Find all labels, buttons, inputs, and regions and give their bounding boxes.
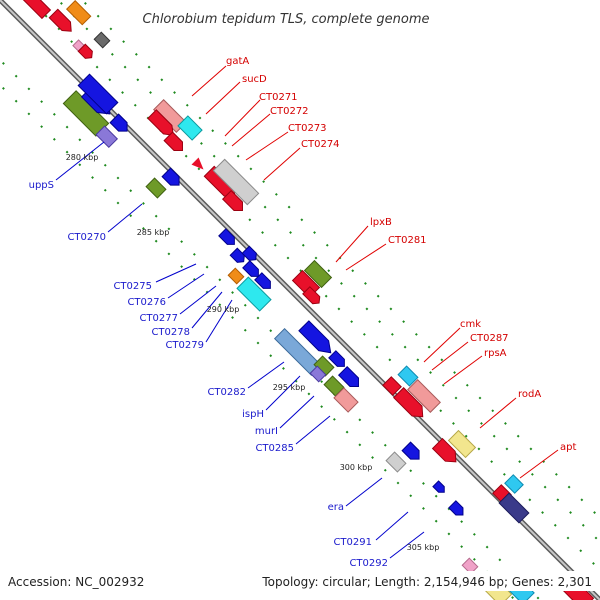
gene-label-CT0281: CT0281	[388, 235, 427, 246]
forward-gene-labels: gatA sucD CT0271 CT0272 CT0273 CT0274 lp…	[226, 56, 576, 453]
accession-text: Accession: NC_002932	[8, 575, 144, 589]
gene-label-cmk: cmk	[460, 319, 481, 330]
gene-label-CT0282: CT0282	[207, 387, 246, 398]
gene-label-ispH: ispH	[242, 409, 264, 420]
gene-label-uppS: uppS	[29, 180, 54, 191]
kbp-label-280: 280 kbp	[66, 153, 99, 162]
forward-leader-lines	[191, 65, 559, 479]
gene-label-apt: apt	[560, 442, 576, 453]
gene-label-CT0276: CT0276	[127, 297, 166, 308]
gene-label-CT0271: CT0271	[259, 92, 298, 103]
gene-label-CT0279: CT0279	[165, 340, 204, 351]
gene-label-murI: murI	[255, 426, 278, 437]
gene-label-CT0270: CT0270	[67, 232, 106, 243]
gene-label-CT0274: CT0274	[301, 139, 340, 150]
gene-label-CT0292: CT0292	[349, 558, 388, 569]
kbp-label-290: 290 kbp	[207, 305, 240, 314]
gene-label-sucD: sucD	[242, 74, 267, 85]
gene-label-era: era	[328, 502, 344, 513]
kbp-label-300: 300 kbp	[340, 463, 373, 472]
gene-label-CT0285: CT0285	[255, 443, 294, 454]
kbp-label-305: 305 kbp	[407, 543, 440, 552]
map-title: Chlorobium tepidum TLS, complete genome	[143, 12, 430, 27]
reverse-strand-features	[62, 73, 464, 516]
gene-label-rodA: rodA	[518, 389, 541, 400]
kbp-labels: 280 kbp 285 kbp 290 kbp 295 kbp 300 kbp …	[66, 153, 440, 552]
reverse-leader-lines	[55, 141, 425, 559]
reverse-gene-labels: uppS CT0270 CT0275 CT0276 CT0277 CT0278 …	[29, 180, 388, 569]
gene-label-rpsA: rpsA	[484, 348, 507, 359]
gene-label-CT0287: CT0287	[470, 333, 509, 344]
gene-label-lpxB: lpxB	[370, 217, 392, 228]
gene-label-CT0273: CT0273	[288, 123, 327, 134]
kbp-label-285: 285 kbp	[137, 228, 170, 237]
gene-label-CT0291: CT0291	[333, 537, 372, 548]
gene-label-CT0275: CT0275	[113, 281, 152, 292]
gene-label-CT0278: CT0278	[151, 327, 190, 338]
genome-stats-text: Topology: circular; Length: 2,154,946 bp…	[261, 575, 592, 589]
gene-label-gatA: gatA	[226, 56, 249, 67]
footer-bar: Accession: NC_002932 Topology: circular;…	[4, 571, 598, 591]
gene-label-CT0277: CT0277	[139, 313, 178, 324]
forward-strand-features	[22, 0, 595, 600]
gene-label-CT0272: CT0272	[270, 106, 309, 117]
kbp-label-295: 295 kbp	[273, 383, 306, 392]
